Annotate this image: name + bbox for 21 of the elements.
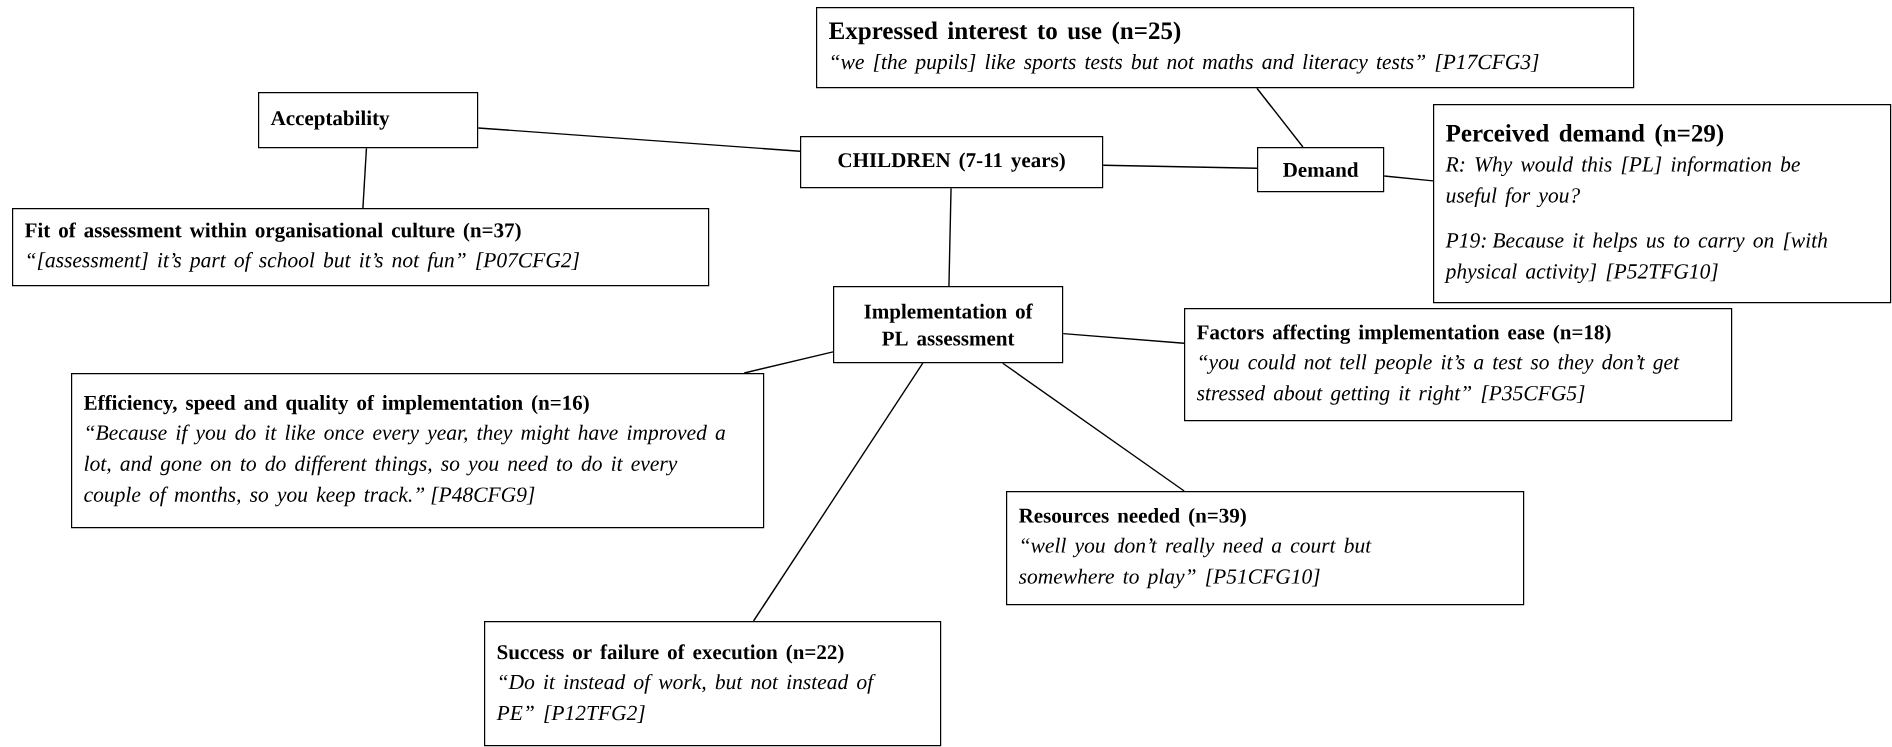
- theme-box: Perceived demand (n=29) R: Why would this [PL] information be useful for you? P19: Because it helps us to carry on [with physical activity] [P52TFG10]: [1433, 104, 1892, 304]
- category-box: CHILDREN (7-11 years): [800, 136, 1104, 189]
- connector-line: [1102, 164, 1258, 169]
- connector-line: [1383, 175, 1434, 182]
- category-box: Demand: [1257, 147, 1385, 193]
- connector-line: [752, 362, 924, 622]
- theme-box: Resources needed (n=39) “well you don’t really need a court but somewhere to play” [P51CFG10]: [1006, 491, 1525, 606]
- theme-box: Success or failure of execution (n=22) “Do it instead of work, but not instead of PE” [P12TFG2]: [484, 621, 942, 747]
- category-box: Implementation of PL assessment: [833, 286, 1064, 364]
- connector-line: [1256, 87, 1304, 148]
- connector-line: [1062, 332, 1185, 344]
- theme-box: Expressed interest to use (n=25) “we [the pupils] like sports tests but not maths and literacy tests” [P17CFG3]: [816, 7, 1635, 89]
- connector-line: [1002, 362, 1185, 492]
- category-box: Acceptability: [258, 92, 479, 149]
- connector-line: [743, 351, 834, 374]
- connector-line: [948, 187, 952, 287]
- theme-box: Fit of assessment within organisational culture (n=37) “[assessment] it’s part of school but it’s not fun” [P07CFG2]: [12, 208, 710, 287]
- connector-line: [477, 127, 801, 152]
- connector-line: [362, 147, 368, 209]
- theme-box: Factors affecting implementation ease (n=18) “you could not tell people it’s a test so they don’t get stressed about getting it right” [P35CFG5]: [1184, 308, 1733, 422]
- theme-box: Efficiency, speed and quality of implementation (n=16) “Because if you do it like once every year, they might have improved a lot, and gone on to do different things, so you need to do it every couple of months, so you keep track.” [P48CFG9]: [71, 373, 765, 529]
